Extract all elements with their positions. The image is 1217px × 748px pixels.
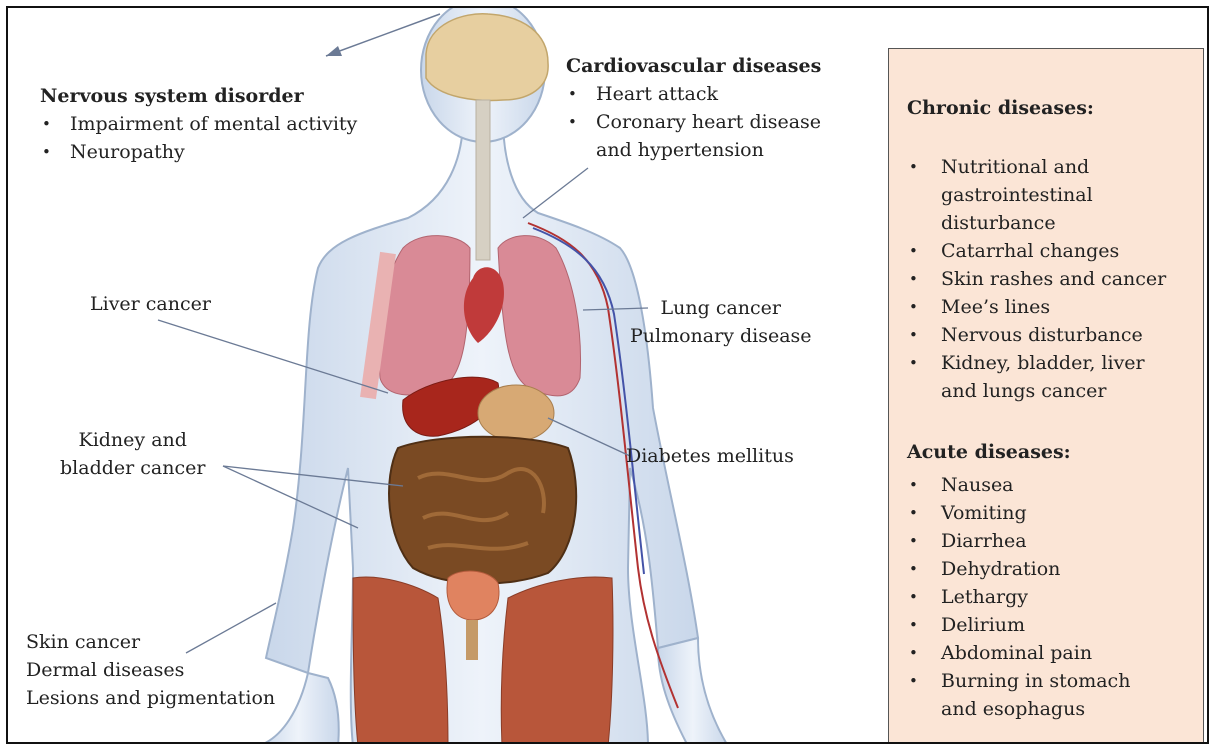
acute-item: Dehydration bbox=[903, 555, 1203, 583]
chronic-item: Skin rashes and cancer bbox=[903, 265, 1203, 293]
label-lung: Lung cancer Pulmonary disease bbox=[630, 294, 812, 350]
acute-item: Nausea bbox=[903, 471, 1203, 499]
cardio-title: Cardiovascular diseases bbox=[566, 52, 821, 80]
lung-line: Lung cancer bbox=[630, 294, 812, 322]
lung-line: Pulmonary disease bbox=[630, 322, 812, 350]
acute-item-continuation: and esophagus bbox=[903, 695, 1203, 723]
label-liver: Liver cancer bbox=[90, 290, 211, 318]
left-thigh-muscle bbox=[353, 577, 448, 744]
acute-item: Lethargy bbox=[903, 583, 1203, 611]
acute-title: Acute diseases: bbox=[907, 441, 1071, 463]
acute-item: Burning in stomach bbox=[903, 667, 1203, 695]
skin-line: Dermal diseases bbox=[26, 656, 275, 684]
label-kidney-bladder: Kidney and bladder cancer bbox=[60, 426, 205, 482]
chronic-item: Kidney, bladder, liver bbox=[903, 349, 1203, 377]
acute-list: Nausea Vomiting Diarrhea Dehydration Let… bbox=[903, 471, 1203, 723]
cardio-item: Heart attack bbox=[566, 80, 821, 108]
diseases-panel: Chronic diseases: Nutritional and gastro… bbox=[888, 48, 1204, 744]
chronic-item: Nutritional and bbox=[903, 153, 1203, 181]
chronic-item-continuation: gastrointestinal bbox=[903, 181, 1203, 209]
chronic-item: Mee’s lines bbox=[903, 293, 1203, 321]
spine bbox=[476, 100, 490, 260]
bladder bbox=[447, 571, 499, 620]
kidney-line: bladder cancer bbox=[60, 454, 205, 482]
label-skin: Skin cancer Dermal diseases Lesions and … bbox=[26, 628, 275, 712]
acute-item: Delirium bbox=[903, 611, 1203, 639]
stomach bbox=[478, 385, 554, 441]
label-diabetes: Diabetes mellitus bbox=[626, 442, 794, 470]
label-nervous-system: Nervous system disorder Impairment of me… bbox=[40, 82, 357, 166]
cardio-item: Coronary heart disease bbox=[566, 108, 821, 136]
label-cardiovascular: Cardiovascular diseases Heart attack Cor… bbox=[566, 52, 821, 164]
cardio-item-continuation: and hypertension bbox=[566, 136, 821, 164]
intestines bbox=[389, 437, 576, 584]
chronic-list: Nutritional and gastrointestinal disturb… bbox=[903, 153, 1203, 405]
urethra bbox=[466, 620, 478, 660]
skin-line: Skin cancer bbox=[26, 628, 275, 656]
chronic-item: Catarrhal changes bbox=[903, 237, 1203, 265]
nervous-title: Nervous system disorder bbox=[40, 82, 357, 110]
chronic-item-continuation: disturbance bbox=[903, 209, 1203, 237]
diagram-frame: Nervous system disorder Impairment of me… bbox=[6, 6, 1209, 744]
right-thigh-muscle bbox=[501, 577, 613, 744]
kidney-line: Kidney and bbox=[60, 426, 205, 454]
brain-shape bbox=[426, 14, 548, 101]
chronic-title: Chronic diseases: bbox=[907, 97, 1094, 119]
skin-line: Lesions and pigmentation bbox=[26, 684, 275, 712]
nervous-item: Neuropathy bbox=[40, 138, 357, 166]
nervous-item: Impairment of mental activity bbox=[40, 110, 357, 138]
acute-item: Abdominal pain bbox=[903, 639, 1203, 667]
chronic-item-continuation: and lungs cancer bbox=[903, 377, 1203, 405]
arrow-head-icon bbox=[326, 46, 342, 56]
chronic-item: Nervous disturbance bbox=[903, 321, 1203, 349]
acute-item: Diarrhea bbox=[903, 527, 1203, 555]
acute-item: Vomiting bbox=[903, 499, 1203, 527]
